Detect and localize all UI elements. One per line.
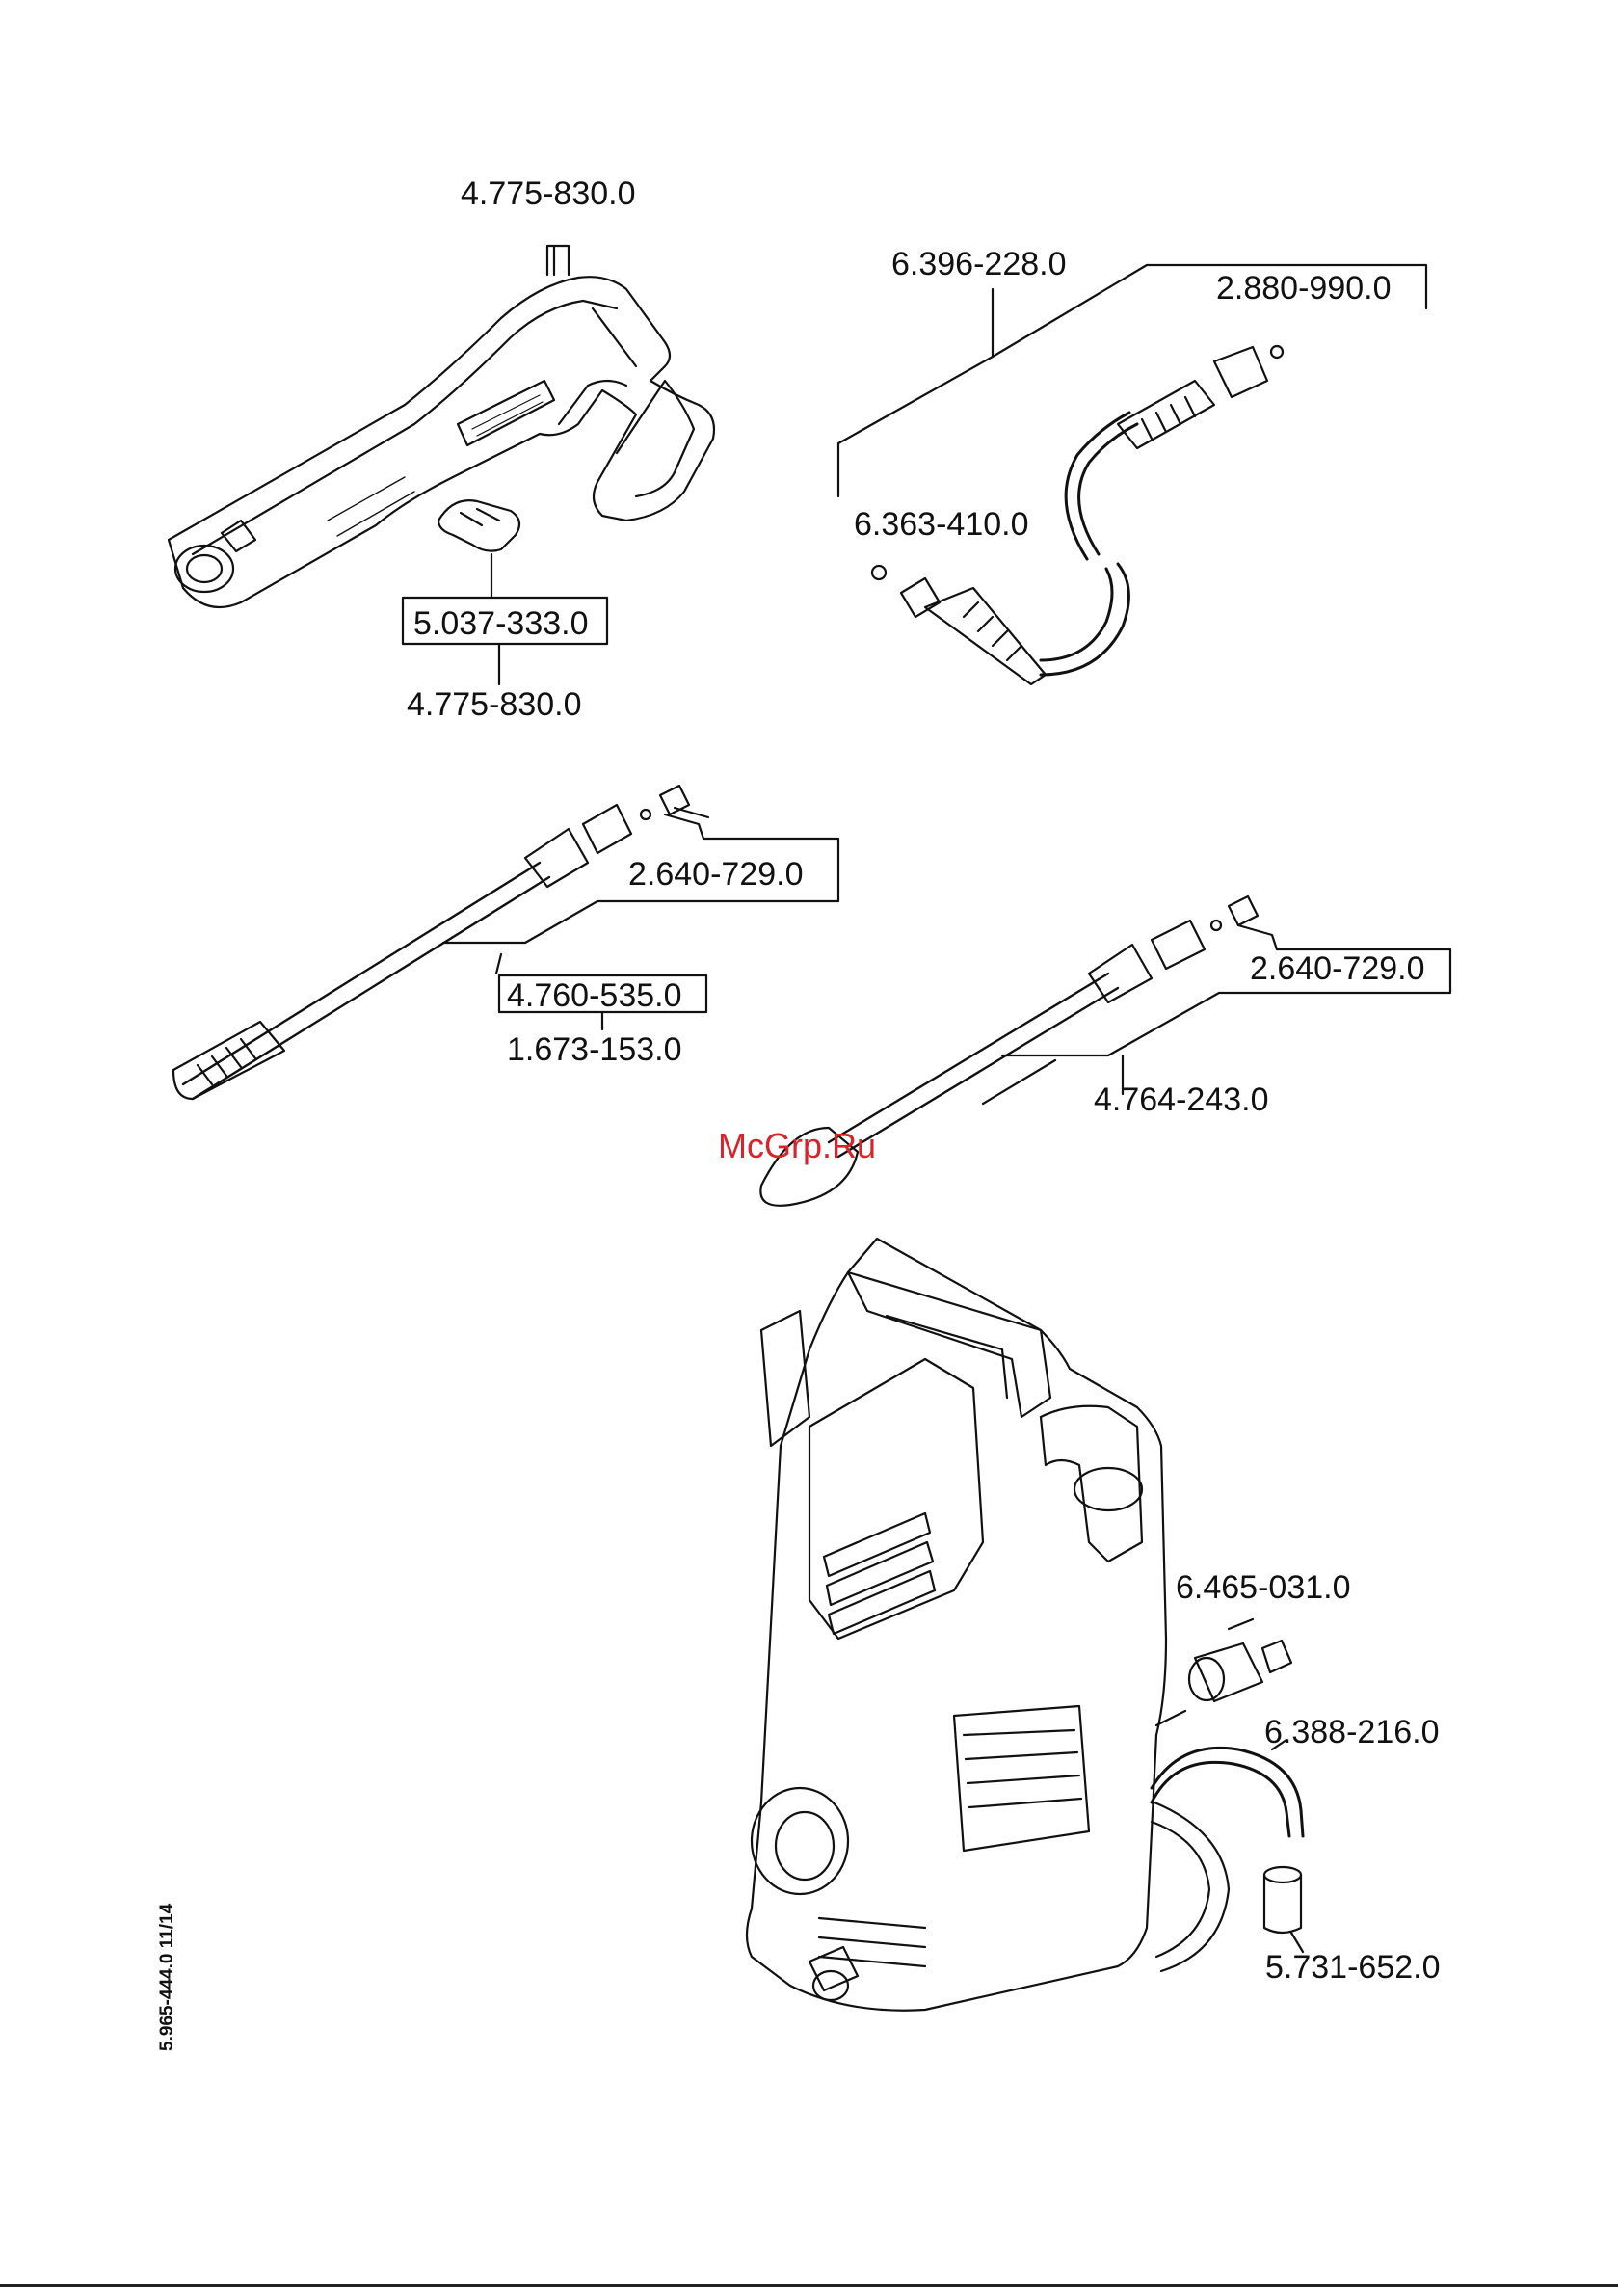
hose-nut (1214, 347, 1267, 397)
water-connector-leader (1229, 1619, 1253, 1629)
lance-end-fitting (583, 805, 631, 853)
machine-handle-inner (887, 1316, 1007, 1398)
water-connector-part (1195, 1643, 1262, 1701)
rotor-ribbed-collar (1089, 945, 1152, 1002)
label-gun-clip: 5.037-333.0 (413, 605, 589, 642)
gun-handle-inner (593, 308, 694, 496)
label-rotor-seal: 2.640-729.0 (1250, 950, 1425, 987)
machine-side-panel (954, 1706, 1089, 1851)
lance-nozzle-leader (665, 808, 708, 839)
hose-ribs-upper (1142, 397, 1195, 439)
bottom-rule (0, 2284, 1618, 2287)
machine-handle (848, 1272, 1050, 1417)
filter-top (1264, 1867, 1301, 1882)
gun-clip-part (438, 500, 519, 551)
machine-base-vents (819, 1918, 925, 1966)
gun-muzzle-latch (222, 521, 255, 551)
label-lance-nozzle: 2.640-729.0 (628, 856, 804, 893)
label-water-connector: 6.465-031.0 (1176, 1569, 1351, 1606)
gun-clip-slots (461, 509, 499, 525)
rotor-seal-leader (1238, 925, 1277, 949)
machine-left-hook (761, 1311, 809, 1446)
pressure-washer-illustration (747, 1239, 1303, 2011)
lance-ribbed-collar (525, 829, 588, 887)
hose-sleeve-upper (1118, 381, 1214, 448)
machine-vents-upper (824, 1513, 935, 1634)
machine-outlet-fitting (813, 1971, 848, 2000)
rotor-o-ring (1211, 921, 1221, 930)
gun-body-inner (193, 301, 617, 554)
gun-brand-plate (458, 381, 554, 445)
rotor-end-fitting (1152, 921, 1205, 969)
label-filter: 5.731-652.0 (1265, 1949, 1441, 1986)
hose-tube-lower-inner (1041, 569, 1112, 660)
lance-o-ring (641, 810, 650, 819)
label-hose-end-o-ring: 6.363-410.0 (854, 506, 1029, 543)
hose-sleeve-lower (925, 588, 1046, 684)
label-lance-tube: 4.760-535.0 (507, 977, 682, 1014)
label-lance-assembly: 1.673-153.0 (507, 1031, 682, 1068)
machine-shell (747, 1239, 1166, 2011)
gun-body-outline (169, 277, 714, 607)
hose-end-o-ring (872, 566, 886, 579)
rotor-seal-part (1229, 896, 1258, 925)
lance-tube-leader (496, 954, 501, 974)
label-hose-o-ring: 2.880-990.0 (1216, 270, 1392, 307)
gun-muzzle-inner (187, 555, 222, 582)
label-gun-assembly: 4.775-830.0 (407, 686, 582, 723)
gun-muzzle (175, 546, 233, 592)
water-connector-tip (1262, 1641, 1291, 1672)
machine-holder-cup (1074, 1468, 1142, 1510)
machine-front-panel (809, 1359, 983, 1639)
hose-o-ring (1271, 346, 1283, 358)
hose-illustration (838, 265, 1426, 684)
water-connector-face (1189, 1658, 1224, 1700)
suction-hose (1152, 1762, 1289, 1836)
document-code: 5.965-444.0 11/14 (157, 1904, 178, 2051)
watermark-text: McGrp.Ru (718, 1126, 876, 1166)
label-suction-hose: 6.388-216.0 (1264, 1714, 1440, 1750)
hose-leader-diag (838, 357, 993, 496)
machine-vents-side (964, 1730, 1081, 1807)
machine-hose-loop (1152, 1822, 1209, 1957)
lance-grip (173, 1022, 284, 1099)
machine-outlet (809, 1947, 858, 1990)
straight-lance-illustration (173, 786, 838, 1099)
label-gun-top-ref: 4.775-830.0 (461, 175, 636, 212)
label-hose: 6.396-228.0 (891, 246, 1067, 282)
machine-dial-inner (776, 1812, 834, 1880)
machine-lance-holder (1041, 1406, 1142, 1562)
hose-end-fitting (901, 578, 940, 617)
label-rotor-lance: 4.764-243.0 (1094, 1081, 1269, 1118)
gun-top-leader (547, 246, 569, 275)
gun-brand-lines (472, 395, 543, 436)
